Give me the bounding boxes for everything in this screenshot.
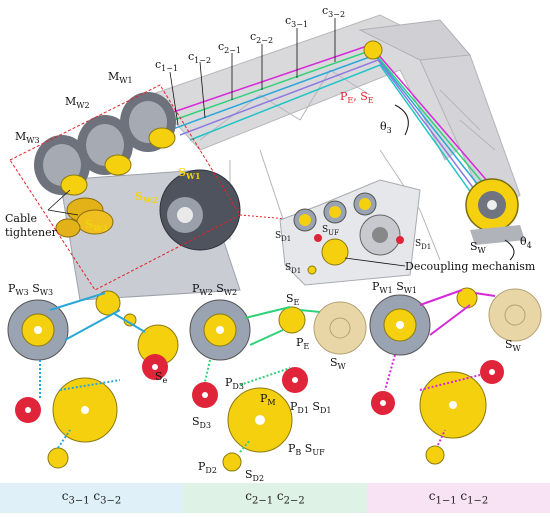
label-c2-2: c2−2 (250, 30, 273, 45)
label-sw3: SW3 (85, 218, 108, 233)
inset-d1-left (314, 234, 322, 242)
inset-uf-pulley (321, 238, 349, 266)
label-sd2: SD2 (245, 468, 264, 483)
label-cable-tightener-1: Cable (5, 212, 37, 225)
inset-d1-right (396, 236, 404, 244)
inset-plate (279, 179, 421, 286)
label-decoupling: Decoupling mechanism (405, 260, 536, 273)
legend-label-c3: c3−1 c3−2 (61, 489, 122, 507)
label-pe-mid: PE (296, 336, 309, 351)
robot-render (9, 14, 525, 301)
label-pw2-sw2: PW2 SW2 (192, 282, 237, 297)
label-pd2: PD2 (198, 460, 217, 475)
label-sw2: SW2 (135, 190, 158, 205)
pulley-pd2 (222, 452, 242, 472)
label-cable-tightener-2: tightener (5, 226, 58, 239)
label-sw-joint: SW (470, 240, 487, 255)
wrist-link (470, 225, 525, 245)
label-c2-1: c2−1 (218, 40, 241, 55)
label-mw1: MW1 (108, 70, 133, 85)
legend-band-c2: c2−1 c2−2 (183, 483, 367, 513)
label-mw2: MW2 (65, 95, 90, 110)
label-c1-2: c1−2 (188, 50, 211, 65)
cable-tightener (55, 197, 114, 238)
legend-band-c3: c3−1 c3−2 (0, 483, 183, 513)
inset-d1-bottom (307, 265, 317, 275)
pulley-bottom (47, 447, 69, 469)
legend-label-c2: c2−1 c2−2 (245, 489, 305, 507)
pulley-sw2 (104, 154, 132, 176)
label-inset-sd1-bottom: SD1 (285, 263, 301, 275)
legend-band-c1: c1−1 c1−2 (367, 483, 550, 513)
label-sw-mid: SW (330, 356, 347, 371)
cables-c3 (39, 292, 146, 449)
label-pd1-sd1: PD1 SD1 (290, 400, 331, 415)
top-labels: MW1 MW2 MW3 c1−1 c1−2 c2−1 c2−2 c3−1 c3−… (5, 4, 536, 275)
label-sd3: SD3 (192, 415, 211, 430)
pulley-sw3 (60, 174, 88, 196)
label-theta3: θ3 (380, 120, 392, 135)
label-sw1: SW1 (178, 166, 201, 181)
pulley-pe (278, 306, 306, 334)
pulley-sw1 (148, 127, 176, 149)
label-pw3-sw3: PW3 SW3 (8, 282, 53, 297)
drive-motor-hub (177, 207, 193, 223)
label-pm: PM (260, 392, 276, 407)
label-se-left: Se (155, 370, 168, 385)
cables-c2 (204, 306, 321, 453)
theta3-arrow (394, 104, 409, 136)
label-pe-se: PE, SE (340, 90, 374, 105)
label-sw-right: SW (505, 338, 522, 353)
panel-mid: PW2 SW2 SE PE SW PD3 SD3 PM PD1 SD1 PB S… (189, 282, 367, 483)
pulley-top-small (95, 290, 121, 316)
label-c3-2: c3−2 (322, 4, 345, 19)
label-inset-sd1-right: SD1 (415, 239, 431, 251)
inset-decoupling (279, 179, 421, 286)
cables-c1 (384, 289, 496, 446)
theta4-arrow (504, 239, 515, 261)
label-c1-1: c1−1 (155, 58, 178, 73)
label-leaders (47, 18, 336, 216)
label-theta4: θ4 (520, 235, 532, 250)
label-se-mid: SE (286, 292, 300, 307)
label-inset-sd1-left: SD1 (275, 231, 291, 243)
label-inset-suf: SUF (322, 225, 339, 237)
label-c3-1: c3−1 (285, 14, 308, 29)
panel-left: PW3 SW3 Se (7, 282, 179, 469)
label-pd3: PD3 (225, 376, 244, 391)
label-mw3: MW3 (15, 130, 40, 145)
label-pw1-sw1: PW1 SW1 (372, 280, 417, 295)
legend-label-c1: c1−1 c1−2 (428, 489, 489, 507)
pulley-bottom-right (425, 445, 445, 465)
label-pb-suf: PB SUF (288, 442, 325, 457)
panel-right: PW1 SW1 SW (369, 280, 542, 465)
elbow-pulley (363, 40, 383, 60)
wrist-axle (487, 200, 497, 210)
